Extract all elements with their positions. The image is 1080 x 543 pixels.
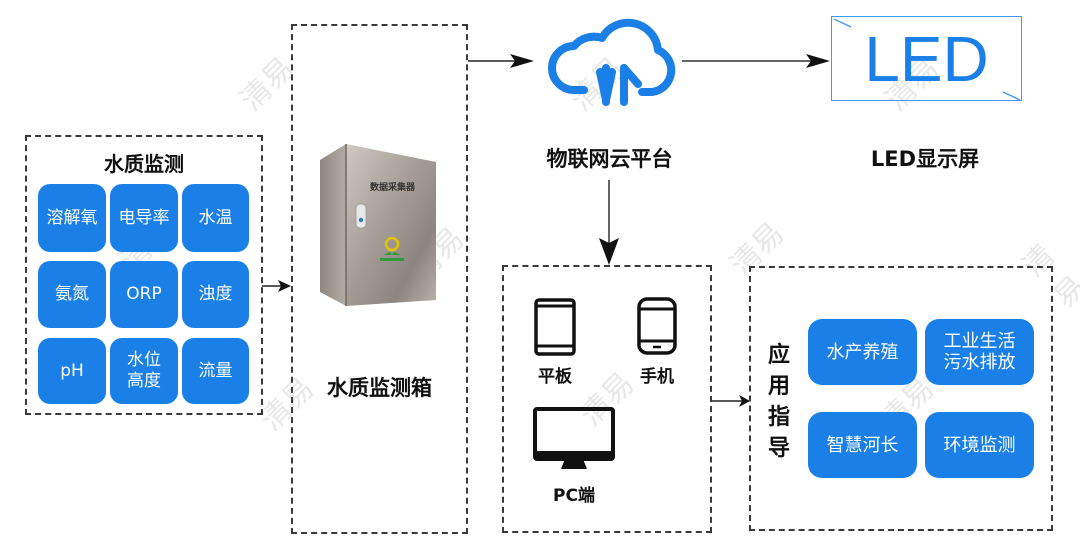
applications-title-char: 导 (767, 436, 790, 461)
param-tile: 电导率 (110, 184, 178, 252)
cabinet-label: 数据采集器 (370, 181, 416, 193)
application-tile: 工业生活 污水排放 (925, 319, 1034, 385)
param-tile: 水位 高度 (110, 338, 178, 404)
cloud-label: 物联网云平台 (546, 147, 673, 171)
led-label: LED显示屏 (870, 147, 980, 171)
phone-icon (637, 297, 677, 355)
water-quality-group (25, 135, 263, 415)
param-tile: 水温 (182, 184, 249, 252)
cabinet-image: 数据采集器 (320, 144, 436, 306)
param-tile: 氨氮 (38, 261, 106, 328)
applications-group (749, 266, 1053, 531)
monitor-box-title: 水质监测箱 (327, 376, 432, 400)
led-corner-marks (833, 18, 1021, 101)
param-tile: pH (38, 338, 106, 404)
led-screen: LED (831, 16, 1022, 101)
arrow-to-applications (712, 395, 750, 407)
device-label: 平板 (538, 367, 572, 387)
water-quality-title: 水质监测 (104, 152, 184, 176)
application-tile: 环境监测 (925, 412, 1034, 478)
param-tile: 溶解氧 (38, 184, 106, 252)
arrow-to-led (682, 54, 830, 68)
monitor-icon (533, 407, 615, 469)
monitor-box-group (291, 24, 468, 534)
applications-title-char: 应 (767, 343, 790, 368)
applications-title: 应 用 指 导 (767, 340, 791, 464)
device-label: 手机 (640, 367, 674, 387)
param-tile: ORP (110, 261, 178, 328)
cloud-upload-download-icon (548, 18, 676, 106)
arrow-to-cloud (468, 54, 534, 68)
applications-title-char: 指 (767, 405, 790, 430)
application-tile: 水产养殖 (808, 319, 917, 385)
tablet-icon (534, 298, 576, 356)
led-screen-text: LED (864, 22, 989, 95)
devices-group (502, 265, 712, 533)
application-tile: 智慧河长 (808, 412, 917, 478)
arrow-to-devices (599, 180, 619, 265)
arrow-to-monitor-box (262, 280, 291, 292)
param-tile: 浊度 (182, 261, 249, 328)
param-tile: 流量 (182, 338, 249, 404)
device-label: PC端 (553, 486, 595, 506)
applications-title-char: 用 (767, 374, 790, 399)
